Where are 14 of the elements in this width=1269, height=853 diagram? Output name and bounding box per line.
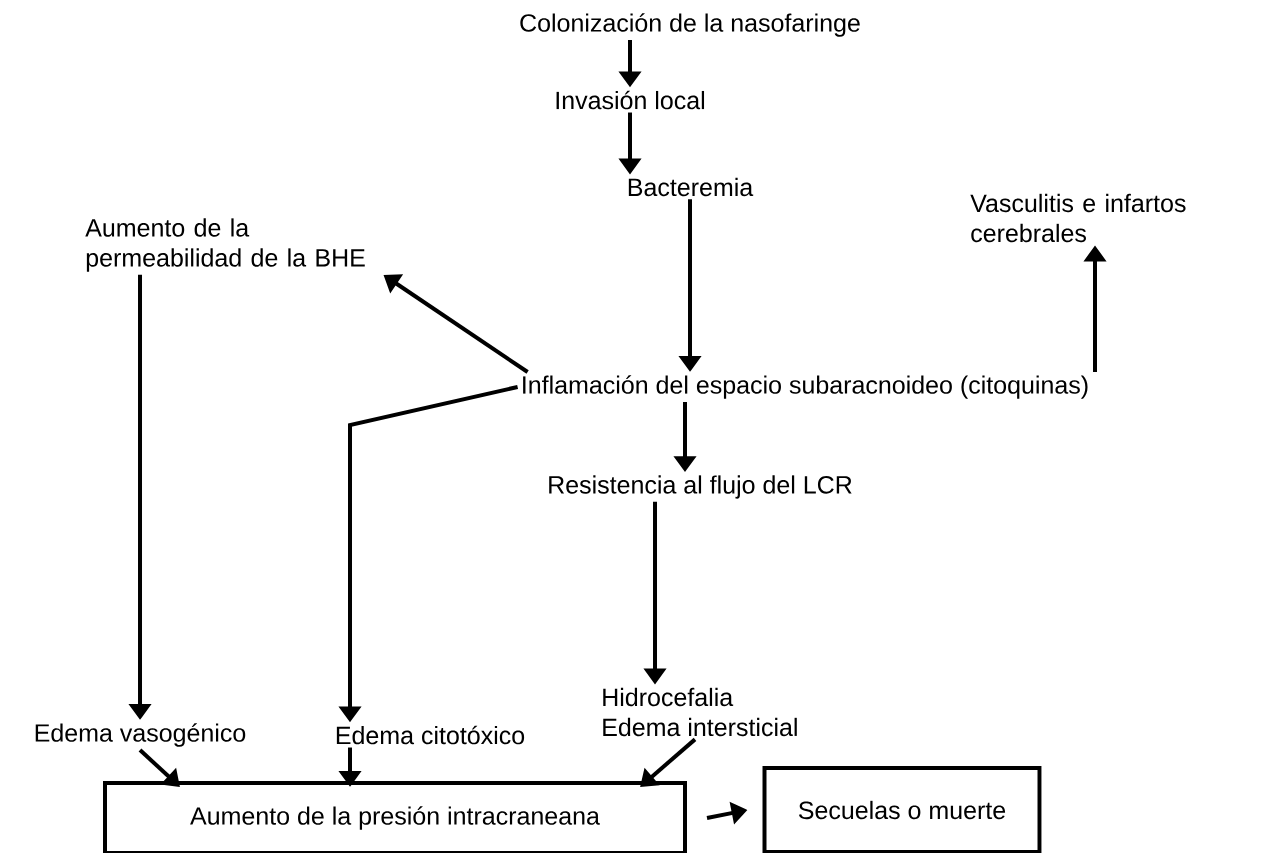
step-text: Resistencia al flujo del LCR [549, 475, 852, 499]
step-text: Vasculitis e infartos cerebrales [970, 193, 1186, 243]
step-text: Bacteremia [628, 177, 754, 197]
arrow [640, 737, 697, 787]
outcome-box: Aumento de la presión intracraneana [103, 781, 687, 853]
step-text: Edema citotóxico [336, 725, 525, 745]
step-text: Edema vasogénico [35, 723, 246, 747]
arrow [138, 748, 180, 787]
outcome-box: Secuelas o muerte [762, 766, 1042, 853]
step-text: Colonización de la nasofaringe [520, 13, 860, 37]
step-text: Aumento de la permeabilidad de la BHE [85, 218, 365, 272]
step-text: Inflamación del espacio subaracnoideo (citoquinas) [523, 375, 1088, 399]
step-text: Hidrocefalia Edema intersticial [603, 687, 797, 737]
step-text: Invasión local [556, 90, 705, 110]
